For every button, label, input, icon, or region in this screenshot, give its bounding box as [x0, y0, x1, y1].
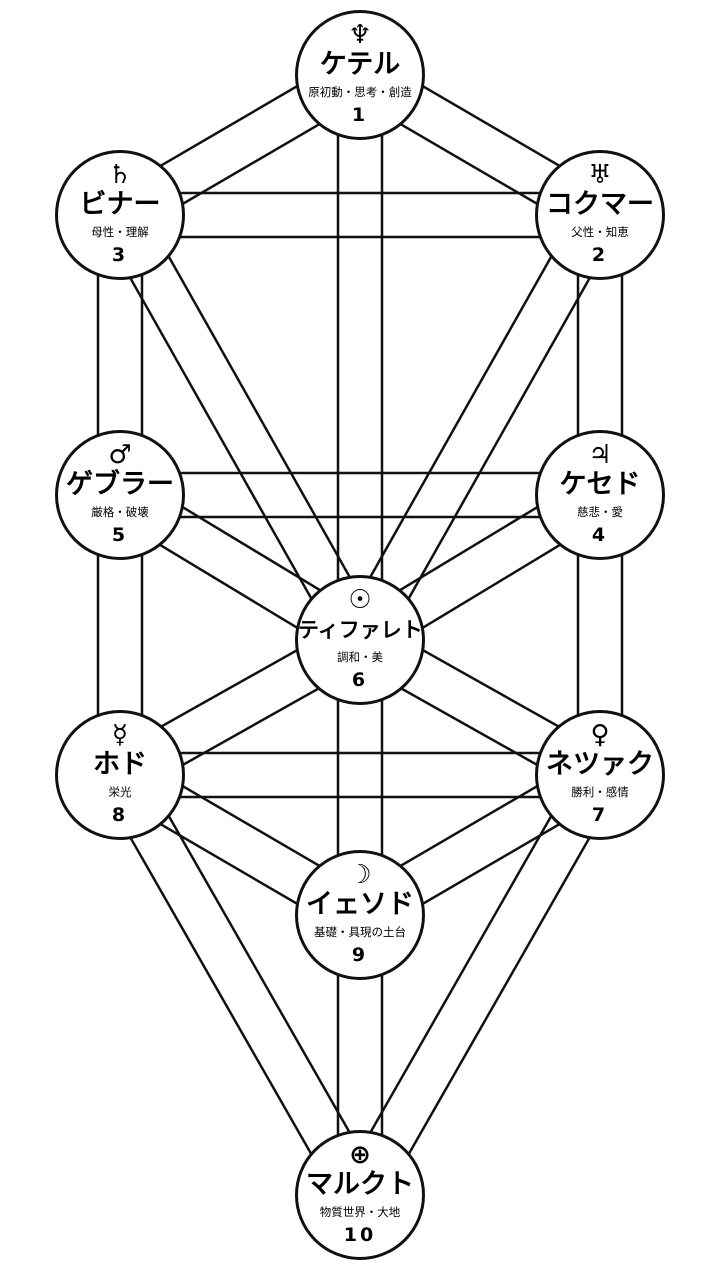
- sephirah-geburah: ♂ゲブラー厳格・破壊 5: [55, 430, 185, 560]
- sephirah-number: 4: [591, 524, 609, 546]
- sephirah-description: 調和・美: [337, 650, 383, 664]
- sephirah-binah: ♄ビナー母性・理解 3: [55, 150, 185, 280]
- sephirah-name: ティファレト: [298, 618, 423, 642]
- sephirah-description: 父性・知恵: [571, 225, 629, 239]
- path-2-3: [120, 191, 600, 239]
- path-4-5: [120, 471, 600, 519]
- sephirah-tiphareth: ☉ ティファレト調和・美 6: [295, 575, 425, 705]
- sephirah-number: 10: [343, 1224, 377, 1246]
- sephirah-netzach: ♀ネツァク勝利・感情 7: [535, 710, 665, 840]
- sephirah-name: ケテル: [319, 49, 401, 80]
- sephirah-description: 勝利・感情: [571, 785, 629, 799]
- sephirah-description: 基礎・具現の土台: [314, 925, 406, 939]
- jupiter-icon: ♃: [588, 440, 612, 470]
- path-edge: [378, 785, 621, 1207]
- sephirah-number: 2: [591, 244, 609, 266]
- sephirah-keter: ♆ケテル原初動・思考・創造 1: [295, 10, 425, 140]
- sephirah-description: 栄光: [108, 785, 132, 799]
- sephirah-number: 5: [111, 524, 129, 546]
- sephirah-number: 8: [111, 804, 129, 826]
- sephirah-description: 原初動・思考・創造: [308, 85, 412, 99]
- path-edge: [99, 785, 342, 1207]
- path-edge: [138, 203, 381, 630]
- sun-icon: ☉: [348, 585, 372, 615]
- path-1-6: [336, 75, 384, 640]
- sephirah-number: 1: [351, 104, 369, 126]
- sephirah-name: ケセド: [559, 469, 641, 500]
- neptune-icon: ♆: [348, 20, 372, 50]
- saturn-icon: ♄: [108, 160, 132, 190]
- sephirah-name: ビナー: [79, 189, 161, 220]
- sephirah-chesed: ♃ケセド慈悲・愛 4: [535, 430, 665, 560]
- sephirah-name: コクマー: [546, 189, 654, 220]
- sephirah-yesod: ☽イェソド基礎・具現の土台 9: [295, 850, 425, 980]
- venus-icon: ♀: [590, 720, 610, 750]
- sephirah-description: 慈悲・愛: [577, 505, 623, 519]
- sephirah-name: ゲブラー: [66, 469, 174, 500]
- uranus-icon: ♅: [588, 160, 612, 190]
- sephirah-name: ネツァク: [546, 749, 654, 780]
- sephirah-name: イェソド: [306, 889, 414, 920]
- path-edge: [339, 203, 582, 630]
- sephirah-name: マルクト: [306, 1169, 414, 1200]
- mars-icon: ♂: [108, 440, 132, 470]
- sephirah-number: 9: [351, 944, 369, 966]
- sephirah-malkuth: ⊕マルクト物質世界・大地 10: [295, 1130, 425, 1260]
- sephirah-number: 6: [351, 669, 369, 691]
- sephirah-description: 厳格・破壊: [91, 505, 149, 519]
- earth-icon: ⊕: [349, 1140, 371, 1170]
- sephirah-description: 母性・理解: [91, 225, 149, 239]
- mercury-icon: ☿: [112, 720, 128, 750]
- sephirah-description: 物質世界・大地: [319, 1205, 401, 1219]
- sephirah-number: 3: [111, 244, 129, 266]
- sephirah-hod: ☿ホド栄光 8: [55, 710, 185, 840]
- moon-icon: ☽: [348, 860, 372, 890]
- sephirah-name: ホド: [93, 749, 147, 780]
- sephirah-chokmah: ♅コクマー父性・知恵 2: [535, 150, 665, 280]
- sephirah-number: 7: [591, 804, 609, 826]
